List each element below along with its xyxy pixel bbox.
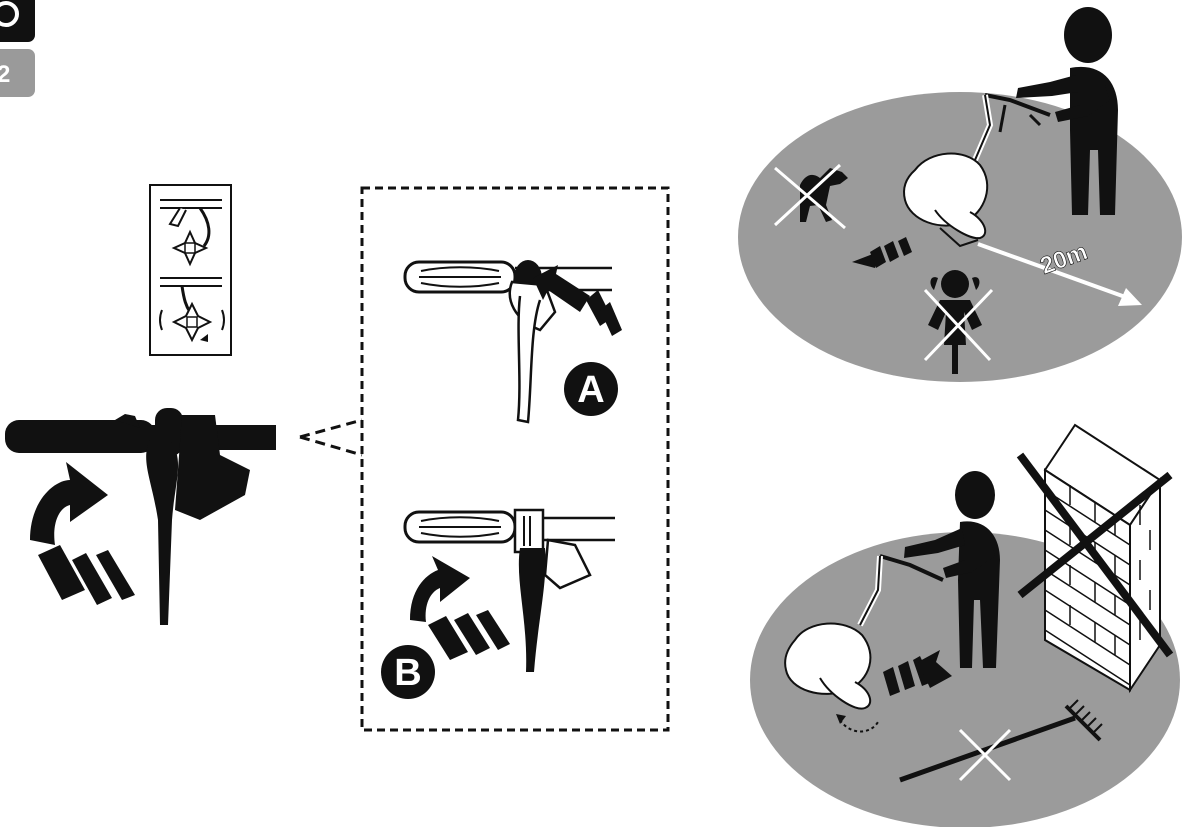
tab-number — [0, 49, 35, 97]
obstacle-scene — [750, 423, 1180, 827]
callout-box — [360, 186, 670, 732]
callout-connector — [299, 418, 363, 457]
circle-ring-icon — [0, 1, 19, 27]
step-b-label: B — [394, 652, 421, 694]
page-number-label: 2 — [0, 61, 10, 88]
dog-crossed-out-icon — [773, 163, 848, 230]
brake-lever-pictogram-icon — [149, 184, 232, 356]
brick-wall-crossed-out-icon — [1016, 423, 1174, 694]
tiller-machine-icon — [903, 93, 1051, 248]
lever-pull-arrow-icon — [30, 462, 135, 605]
tiller-direction-arrow-icon — [852, 237, 912, 268]
distance-arrow — [977, 242, 1129, 300]
throttle-button-press-icon — [403, 260, 622, 424]
approach-arrow-icon — [883, 650, 952, 696]
tiller-machine-icon-2 — [784, 554, 944, 710]
page-tabs: 2 — [0, 0, 35, 97]
step-a-badge: A — [564, 362, 618, 416]
step-b-badge: B — [381, 645, 435, 699]
handlebar-grip-icon — [5, 408, 276, 625]
tab-dark — [0, 0, 35, 42]
operator-silhouette-icon-2 — [904, 471, 1000, 668]
throttle-lever-pull-icon — [403, 508, 615, 672]
child-crossed-out-icon — [923, 270, 994, 374]
safety-distance-scene: 20m — [738, 7, 1182, 382]
operator-silhouette-icon — [1016, 7, 1118, 215]
step-a-label: A — [577, 369, 604, 411]
rake-crossed-out-icon — [899, 699, 1103, 783]
